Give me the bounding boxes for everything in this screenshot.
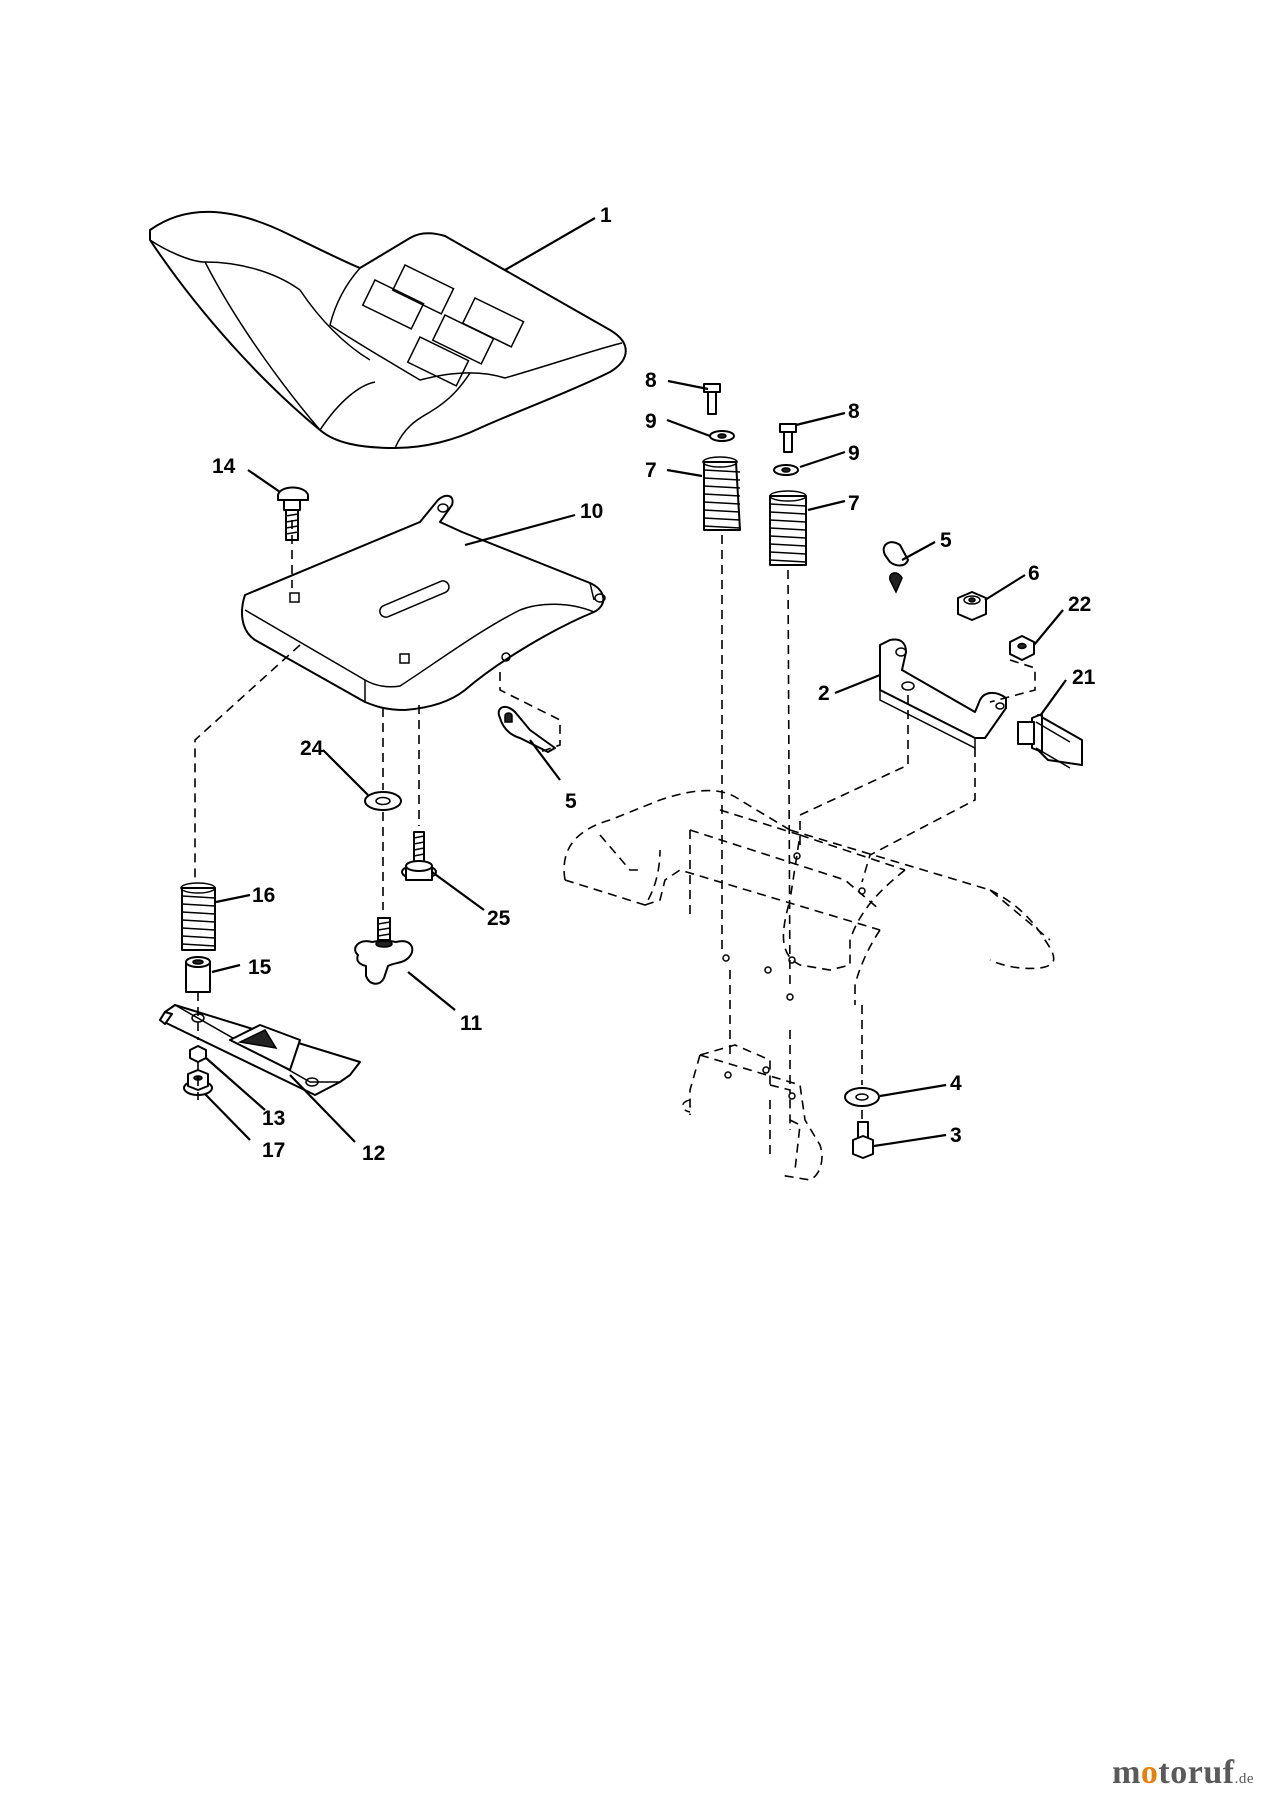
callout-1: 1 — [600, 204, 612, 227]
callout-4: 4 — [950, 1072, 962, 1095]
callout-5b: 5 — [565, 790, 577, 813]
callout-15: 15 — [248, 956, 272, 979]
pivot-bracket — [879, 638, 1007, 750]
seat — [149, 210, 627, 449]
callout-17: 17 — [262, 1139, 285, 1162]
seat-pan — [241, 494, 606, 711]
callout-9b: 9 — [848, 442, 860, 465]
callout-24: 24 — [300, 737, 324, 760]
wing-knob — [354, 917, 414, 985]
adjustment-plate — [159, 1004, 361, 1096]
callout-13: 13 — [262, 1107, 285, 1130]
callout-10: 10 — [580, 500, 603, 523]
watermark-suffix: .de — [1234, 1771, 1254, 1787]
spring-left — [702, 383, 741, 531]
tractor-frame-outline — [563, 789, 1055, 1181]
callout-12: 12 — [362, 1142, 385, 1165]
shoulder-bolt — [1017, 713, 1083, 769]
callout-6: 6 — [1028, 562, 1040, 585]
watermark-letter-o: o — [1140, 1754, 1159, 1791]
motoruf-watermark: motoruf.de — [1112, 1754, 1254, 1792]
watermark-letter-m: m — [1112, 1754, 1141, 1791]
callout-8b: 8 — [848, 400, 860, 423]
carriage-bolt — [277, 486, 309, 541]
callout-14: 14 — [212, 455, 236, 478]
nut-13 — [189, 1045, 207, 1063]
callout-16: 16 — [252, 884, 275, 907]
hex-nut — [1009, 635, 1035, 661]
spring-right — [769, 423, 807, 566]
flat-washer-left — [364, 791, 402, 811]
callout-2: 2 — [818, 682, 830, 705]
lock-nut — [957, 591, 987, 621]
hex-screw — [401, 831, 437, 881]
callout-5a: 5 — [940, 529, 952, 552]
callout-numbers: 1 8 9 7 8 9 7 14 10 5 6 22 21 2 24 5 16 … — [212, 204, 1096, 1165]
callout-7a: 7 — [645, 459, 657, 482]
callout-25: 25 — [487, 907, 511, 930]
hex-bolt — [852, 1121, 874, 1159]
callout-8a: 8 — [645, 369, 657, 392]
coil-spring — [180, 882, 216, 951]
leader-lines — [204, 217, 1067, 1148]
spacer — [185, 956, 211, 993]
callout-21: 21 — [1072, 666, 1096, 689]
flat-washer-right — [844, 1087, 880, 1107]
hairpin-clip-lower — [497, 705, 556, 753]
hairpin-clip-upper — [882, 541, 909, 594]
callout-22: 22 — [1068, 593, 1091, 616]
frame-mounting-holes — [722, 852, 866, 1100]
callout-7b: 7 — [848, 492, 860, 515]
callout-9a: 9 — [645, 410, 657, 433]
watermark-text: toruf — [1158, 1754, 1235, 1791]
alignment-lines — [194, 520, 1036, 1120]
callout-3: 3 — [950, 1124, 962, 1147]
callout-11: 11 — [460, 1012, 483, 1035]
